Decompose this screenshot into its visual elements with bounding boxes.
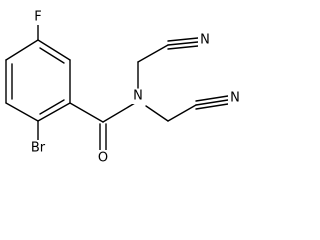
triple-bond-bottom <box>195 95 229 110</box>
ring-bond <box>5 102 39 122</box>
carbonyl-oxygen-label: O <box>98 151 108 166</box>
n-ch2-bond-bottom <box>145 105 169 122</box>
ring-double-bond <box>39 99 65 115</box>
amide-nitrogen-label: N <box>133 89 143 104</box>
molecule-structure: F Br N O N N <box>5 10 240 166</box>
nitrile-nitrogen-bottom-label: N <box>230 91 240 106</box>
ring-double-bond <box>39 47 65 64</box>
ch2-cn-bond-top <box>137 44 169 63</box>
ring-bond <box>37 39 71 61</box>
ring-bond <box>37 102 71 122</box>
nitrile-nitrogen-top-label: N <box>200 33 210 48</box>
fluorine-label: F <box>34 10 41 25</box>
carbonyl-n-bond <box>102 102 136 123</box>
ring-bond <box>5 39 39 61</box>
ch2-cn-bond-bottom <box>167 104 197 122</box>
bromine-label: Br <box>31 141 46 156</box>
triple-bond-top <box>167 37 199 50</box>
benzene-ring <box>5 39 71 122</box>
aryl-carbonyl-bond <box>69 102 104 123</box>
